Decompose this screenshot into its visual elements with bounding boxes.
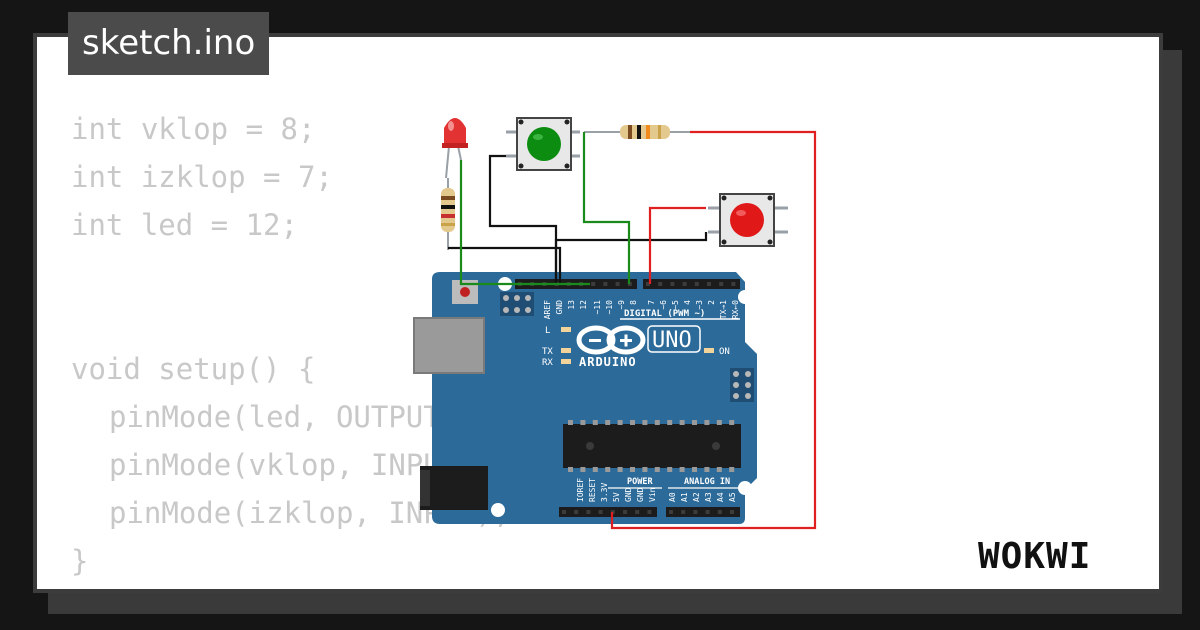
digital-pin-label: ~11 — [593, 300, 602, 315]
power-pin-label: GND — [636, 487, 645, 502]
analog-pin-label: A1 — [680, 492, 689, 502]
code-line: int izklop = 7; — [71, 160, 333, 194]
wokwi-logo-text: WOKWI — [978, 536, 1091, 577]
digital-pin-label: 13 — [567, 300, 576, 310]
digital-pin-label: GND — [555, 300, 564, 315]
power-pin-label: RESET — [588, 478, 597, 502]
green-pushbutton[interactable] — [506, 117, 580, 171]
uno-label: UNO — [652, 328, 692, 353]
resistor-vertical — [441, 178, 455, 250]
file-tab[interactable]: sketch.ino — [68, 12, 270, 75]
led-l-indicator — [561, 327, 571, 332]
analog-pin-label: A2 — [692, 492, 701, 502]
code-line: void setup() { — [71, 352, 316, 386]
power-label: POWER — [627, 477, 653, 487]
mount-hole — [491, 503, 505, 517]
digital-pin-label: RX←0 — [731, 300, 740, 319]
analog-pin-label: A4 — [716, 492, 725, 502]
wire-black-resistor-gnd — [448, 246, 562, 284]
digital-pin-label: 8 — [629, 300, 638, 305]
digital-label: DIGITAL (PWM ~) — [624, 309, 705, 319]
usb-connector — [413, 317, 485, 374]
digital-pin-label: 4 — [683, 300, 692, 305]
wire-black-green-button — [488, 154, 558, 284]
led-on-label: ON — [719, 347, 730, 357]
analog-header — [666, 507, 740, 517]
digital-pin-label: TX→1 — [719, 300, 728, 319]
digital-pin-label: 7 — [647, 300, 656, 305]
wire-green-led — [459, 160, 590, 286]
digital-pin-label: ~10 — [605, 300, 614, 315]
digital-pin-label: ~9 — [617, 300, 626, 310]
digital-pin-label: ~3 — [695, 300, 704, 310]
digital-pin-label: AREF — [543, 300, 552, 319]
wokwi-logo-icon[interactable]: WOKWI — [976, 528, 1151, 580]
power-pin-label: 5V — [612, 492, 621, 502]
analog-pin-label: A0 — [668, 492, 677, 502]
digital-pin-label: 2 — [707, 300, 716, 305]
power-pin-label: IOREF — [576, 478, 585, 502]
code-line: int led = 12; — [71, 208, 298, 242]
wire-red-5v — [610, 130, 817, 530]
atmega-chip — [563, 420, 741, 472]
power-pin-label: 3.3V — [600, 483, 609, 502]
red-led[interactable] — [442, 118, 468, 179]
mount-hole — [738, 290, 752, 304]
wire-black-red-button — [554, 232, 708, 284]
resistor-horizontal — [584, 125, 690, 139]
power-pin-label: Vin — [648, 487, 657, 502]
led-tx-indicator — [561, 348, 571, 353]
red-pushbutton[interactable] — [708, 193, 788, 247]
code-editor: int vklop = 8; int izklop = 7; int led = 1… — [71, 105, 511, 585]
led-tx-label: TX — [542, 347, 553, 357]
led-rx-label: RX — [542, 358, 553, 368]
mount-hole — [738, 481, 752, 495]
led-rx-indicator — [561, 359, 571, 364]
analog-label: ANALOG IN — [684, 477, 730, 487]
digital-pin-label: 12 — [579, 300, 588, 310]
digital-pin-label: ~6 — [659, 300, 668, 310]
power-header — [559, 507, 657, 517]
digital-header-right — [643, 279, 740, 289]
power-jack — [420, 466, 488, 510]
digital-pin-label: ~5 — [671, 300, 680, 310]
wire-red-pin7 — [648, 206, 706, 284]
arduino-logo-icon — [576, 325, 646, 355]
code-line: int vklop = 8; — [71, 112, 316, 146]
wire-green-pin8 — [582, 132, 631, 284]
icsp2-header — [730, 368, 754, 402]
analog-pin-label: A5 — [728, 492, 737, 502]
arduino-wordmark: ARDUINO — [579, 355, 637, 369]
power-pin-label: GND — [624, 487, 633, 502]
led-l-label: L — [545, 326, 550, 336]
code-line: } — [71, 544, 89, 578]
led-on-indicator — [704, 348, 714, 353]
icsp-header — [500, 292, 534, 316]
wires — [448, 130, 817, 530]
analog-pin-label: A3 — [704, 492, 713, 502]
